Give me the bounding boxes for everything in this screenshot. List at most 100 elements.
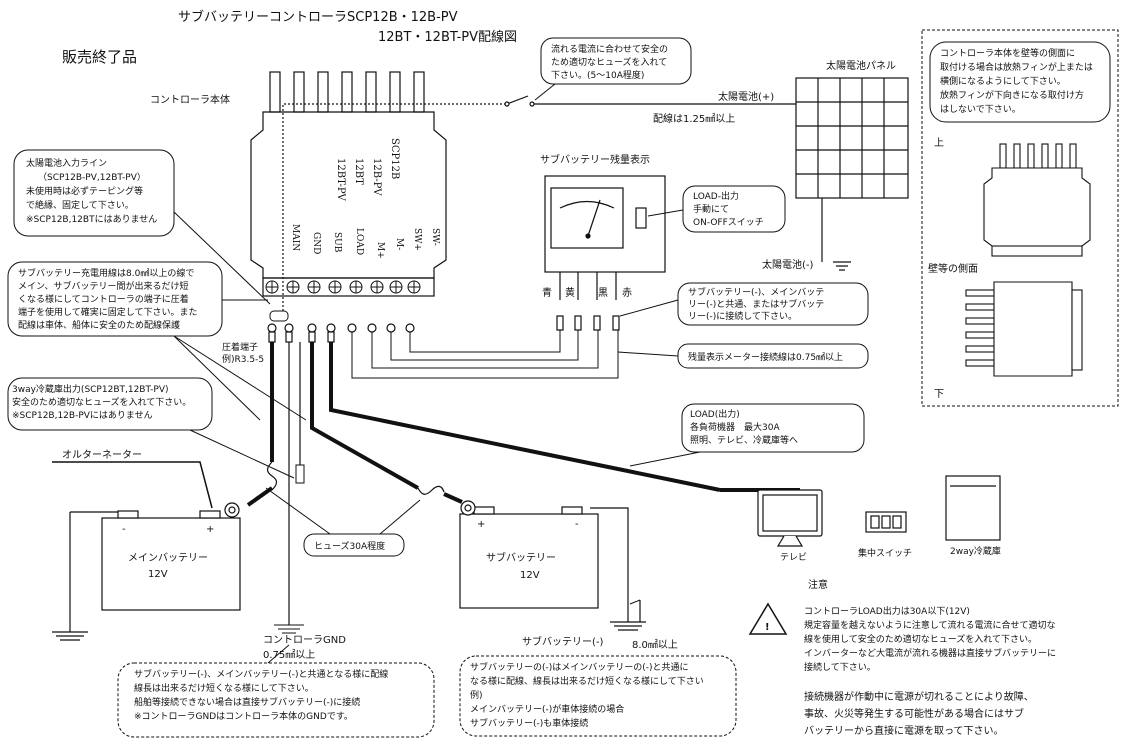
svg-text:ヒューズ30A程度: ヒューズ30A程度	[314, 540, 385, 552]
tv-icon	[757, 489, 823, 547]
svg-text:取付ける場合は放熱フィンが上または: 取付ける場合は放熱フィンが上または	[940, 61, 1093, 73]
terminal-mplus-label: M+	[375, 242, 385, 259]
gnd-wire-label: 0.75㎟以上	[263, 649, 315, 661]
svg-text:太陽電池入力ライン: 太陽電池入力ライン	[26, 157, 107, 169]
mount-bottom-label: 下	[934, 389, 944, 400]
svg-text:船舶等接続できない場合は直接サブバッテリー(-)に接続: 船舶等接続できない場合は直接サブバッテリー(-)に接続	[134, 696, 360, 708]
svg-text:※コントローラGNDはコントローラ本体のGNDです。: ※コントローラGNDはコントローラ本体のGNDです。	[134, 710, 353, 722]
meter-color-red: 赤	[622, 287, 632, 299]
solar-panel-label: 太陽電池パネル	[826, 59, 896, 72]
battery-meter	[544, 175, 666, 331]
svg-text:配線は車体、船体に安全のため配線保護: 配線は車体、船体に安全のため配線保護	[18, 319, 180, 331]
svg-text:コントローラ本体を壁等の側面に: コントローラ本体を壁等の側面に	[940, 47, 1075, 59]
load-out-note-box	[681, 403, 865, 453]
title-line1: サブバッテリーコントローラSCP12B・12B-PV	[178, 9, 458, 25]
svg-text:SCP12B: SCP12B	[389, 138, 400, 179]
charge-wire-note-box	[7, 261, 223, 337]
svg-text:流れる電流に合わせて安全の: 流れる電流に合わせて安全の	[551, 43, 668, 55]
svg-text:線長は出来るだけ短くなる様にして下さい。: 線長は出来るだけ短くなる様にして下さい。	[134, 682, 314, 694]
svg-text:-: -	[575, 519, 579, 530]
sub-minus-label: サブバッテリー(-)	[522, 635, 604, 648]
svg-text:12BT: 12BT	[353, 158, 364, 185]
svg-text:くなる様にしてコントローラの端子に圧着: くなる様にしてコントローラの端子に圧着	[18, 293, 189, 305]
svg-text:各負荷機器 最大30A: 各負荷機器 最大30A	[690, 421, 780, 433]
caution-title: 注意	[808, 578, 828, 591]
alternator-label: オルターネーター	[62, 449, 142, 461]
svg-text:サブバッテリー(-)、メインバッテ: サブバッテリー(-)、メインバッテ	[688, 286, 824, 298]
terminal-screws	[265, 280, 421, 294]
crimp-label-2: 例)R3.5-5	[222, 353, 264, 365]
terminal-main-label: MAIN	[290, 224, 300, 251]
controller-model-text: SCP12B 12B-PV 12BT 12BT-PV	[335, 138, 400, 202]
svg-text:LOAD(出力): LOAD(出力)	[690, 408, 740, 420]
fridge-icon	[945, 475, 1001, 541]
svg-text:はしないで下さい。: はしないで下さい。	[940, 104, 1021, 115]
controller-body	[250, 71, 447, 297]
controller-gnd-label: コントローラGND	[263, 634, 346, 646]
crimp-terminals	[267, 323, 415, 343]
terminal-swplus-label: SW+	[412, 228, 422, 251]
main-battery	[52, 502, 241, 641]
svg-text:サブバッテリー(-)も車体接続: サブバッテリー(-)も車体接続	[470, 717, 588, 729]
svg-text:リー(-)と共通、またはサブバッテ: リー(-)と共通、またはサブバッテ	[688, 298, 824, 310]
sub-battery	[459, 500, 646, 631]
solar-input-plug	[269, 310, 289, 322]
controller-label: コントローラ本体	[150, 93, 230, 106]
svg-text:手動にて: 手動にて	[693, 203, 729, 215]
meter-title: サブバッテリー残量表示	[540, 153, 650, 166]
meter-color-black: 黒	[598, 287, 608, 299]
main-wires	[246, 330, 721, 625]
svg-text:サブバッテリー充電用線は8.0㎟以上の線で: サブバッテリー充電用線は8.0㎟以上の線で	[18, 267, 194, 279]
svg-text:サブバッテリーの(-)はメインバッテリーの(-)と共通に: サブバッテリーの(-)はメインバッテリーの(-)と共通に	[470, 661, 689, 673]
fridge-label: 2way冷蔵庫	[950, 545, 1001, 557]
terminal-sub-label: SUB	[332, 232, 342, 253]
svg-text:LOAD-出力: LOAD-出力	[693, 190, 739, 202]
svg-text:※SCP12B,12B-PVにはありません: ※SCP12B,12B-PVにはありません	[12, 410, 153, 421]
svg-text:線を使用して安全のため適切なヒューズを入れて下さい。: 線を使用して安全のため適切なヒューズを入れて下さい。	[804, 633, 1037, 645]
svg-text:横側になるようにして下さい。: 横側になるようにして下さい。	[940, 75, 1066, 87]
svg-text:-: -	[122, 524, 126, 535]
title-line2: 12BT・12BT-PV配線図	[378, 29, 517, 45]
solar-plus-label: 太陽電池(+)	[718, 90, 774, 103]
svg-text:下さい。(5〜10A程度): 下さい。(5〜10A程度)	[551, 69, 644, 81]
svg-text:安全のため適切なヒューズを入れて下さい。: 安全のため適切なヒューズを入れて下さい。	[12, 396, 191, 408]
svg-text:3way冷蔵庫出力(SCP12BT,12BT-PV): 3way冷蔵庫出力(SCP12BT,12BT-PV)	[12, 383, 169, 395]
meter-common-note-box	[677, 282, 869, 326]
mount-top-label: 上	[934, 137, 944, 149]
svg-text:インバーターなど大電流が流れる機器は直接サブバッテリーに: インバーターなど大電流が流れる機器は直接サブバッテリーに	[804, 647, 1056, 659]
load-switch-note-box	[682, 185, 786, 233]
svg-text:（SCP12B-PV,12BT-PV）: （SCP12B-PV,12BT-PV）	[38, 172, 146, 183]
solar-input-note-box	[13, 149, 175, 237]
sub-battery-voltage: 12V	[520, 570, 540, 581]
sub-battery-label: サブバッテリー	[486, 551, 556, 564]
svg-text:リー(-)に接続して下さい。: リー(-)に接続して下さい。	[688, 310, 797, 322]
alternator-wire	[52, 461, 213, 509]
svg-text:12BT-PV: 12BT-PV	[335, 158, 346, 202]
solar-panel	[795, 77, 909, 199]
svg-text:+: +	[477, 519, 485, 530]
svg-text:規定容量を越えないように注意して流れる電流に合せて適切な: 規定容量を越えないように注意して流れる電流に合せて適切な	[804, 619, 1056, 631]
terminal-mminus-label: M-	[394, 238, 404, 250]
main-battery-voltage: 12V	[148, 569, 168, 580]
fuse30-note-box	[303, 533, 405, 557]
meter-color-yellow: 黄	[565, 286, 575, 299]
svg-text:で絶縁、固定して下さい。: で絶縁、固定して下さい。	[26, 199, 134, 211]
fuse-top-note-box	[540, 37, 692, 85]
svg-text:+: +	[206, 524, 214, 535]
svg-text:サブバッテリー(-)、メインバッテリー(-)と共通となる様に: サブバッテリー(-)、メインバッテリー(-)と共通となる様に配線	[134, 668, 388, 680]
meter-color-blue: 青	[542, 286, 552, 299]
fridge-note-box	[7, 377, 213, 431]
mounting-panel	[921, 29, 1119, 407]
mount-wall-label: 壁等の側面	[928, 262, 978, 275]
discontinued-label: 販売終了品	[62, 48, 137, 66]
svg-text:コントローラLOAD出力は30A以下(12V): コントローラLOAD出力は30A以下(12V)	[804, 605, 970, 617]
svg-text:残量表示メーター接続線は0.75㎟以上: 残量表示メーター接続線は0.75㎟以上	[688, 351, 843, 363]
svg-text:照明、テレビ、冷蔵庫等へ: 照明、テレビ、冷蔵庫等へ	[690, 434, 798, 446]
svg-text:端子を使用して確実に固定して下さい。また: 端子を使用して確実に固定して下さい。また	[18, 306, 197, 318]
svg-text:※SCP12B,12BTにはありません: ※SCP12B,12BTにはありません	[26, 214, 157, 225]
terminal-load-label: LOAD	[354, 228, 364, 255]
svg-text:事故、火災等発生する可能性がある場合にはサブ: 事故、火災等発生する可能性がある場合にはサブ	[804, 707, 1024, 720]
terminal-swminus-label: SW-	[430, 228, 440, 246]
svg-text:バッテリーから直接に電源を取って下さい。: バッテリーから直接に電源を取って下さい。	[804, 724, 1004, 737]
main-battery-label: メインバッテリー	[128, 552, 208, 564]
